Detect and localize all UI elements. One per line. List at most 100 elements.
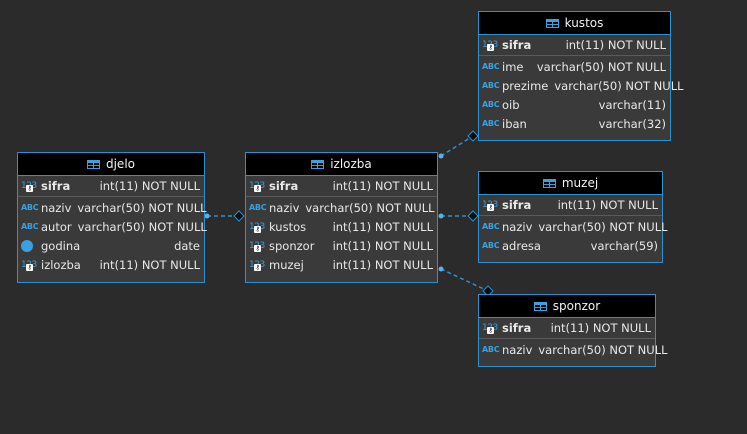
- column-type: int(11) NOT NULL: [332, 219, 433, 234]
- edge-end-dot: [204, 213, 210, 219]
- text-icon: ABC: [21, 221, 39, 231]
- text-icon: ABC: [482, 118, 500, 128]
- column-row[interactable]: 123⚷ sponzor int(11) NOT NULL: [246, 236, 437, 255]
- entity-title: djelo: [105, 157, 135, 171]
- numeric-key-icon: 123⚷: [482, 323, 498, 334]
- column-row[interactable]: ABC naziv varchar(50) NOT NULL: [479, 217, 668, 236]
- divider: [479, 338, 655, 339]
- numeric-fk-icon: 123⚷: [249, 241, 265, 252]
- entity-title: izlozba: [330, 157, 372, 171]
- column-type: int(11) NOT NULL: [332, 257, 433, 272]
- clock-icon: [21, 239, 33, 252]
- column-row[interactable]: ABC adresa varchar(59): [479, 236, 662, 255]
- entity-djelo[interactable]: djelo 123⚷ sifra int(11) NOT NULL ABC na…: [17, 152, 207, 283]
- column-row[interactable]: 123⚷ kustos int(11) NOT NULL: [246, 217, 437, 236]
- edge-diamond: [233, 210, 245, 222]
- column-type: int(11) NOT NULL: [332, 238, 433, 253]
- column-type: int(11) NOT NULL: [557, 197, 658, 212]
- pk-row[interactable]: 123⚷ sifra int(11) NOT NULL: [246, 176, 437, 195]
- pk-row[interactable]: 123⚷ sifra int(11) NOT NULL: [18, 176, 204, 195]
- entity-izlozba[interactable]: izlozba 123⚷ sifra int(11) NOT NULL ABC …: [245, 152, 438, 283]
- column-type: varchar(50) NOT NULL: [554, 78, 684, 93]
- column-type: int(11) NOT NULL: [99, 257, 200, 272]
- column-name: sifra: [502, 320, 532, 335]
- column-row[interactable]: ABC oib varchar(11): [479, 95, 670, 114]
- column-name: sifra: [269, 178, 299, 193]
- column-row[interactable]: ABC iban varchar(32): [479, 114, 670, 133]
- entity-title: kustos: [564, 16, 604, 30]
- column-row[interactable]: 123⚷ izlozba int(11) NOT NULL: [18, 255, 204, 274]
- column-row[interactable]: ABC ime varchar(50) NOT NULL: [479, 57, 670, 76]
- edge-izlozba-kustos[interactable]: [438, 130, 479, 159]
- pk-row[interactable]: 123⚷ sifra int(11) NOT NULL: [479, 318, 655, 337]
- column-name: muzej: [269, 257, 304, 272]
- column-type: int(11) NOT NULL: [565, 37, 666, 52]
- numeric-key-icon: 123⚷: [482, 200, 498, 211]
- column-row[interactable]: ABC naziv varchar(50) NOT NULL: [246, 198, 437, 217]
- column-name: oib: [502, 97, 520, 112]
- text-icon: ABC: [482, 99, 500, 109]
- numeric-fk-icon: 123⚷: [249, 222, 265, 233]
- column-type: date: [174, 238, 200, 253]
- column-type: varchar(59): [590, 238, 658, 253]
- column-name: naziv: [41, 200, 72, 215]
- column-type: varchar(50) NOT NULL: [538, 342, 668, 357]
- column-name: adresa: [502, 238, 541, 253]
- edge-end-dot: [438, 213, 444, 219]
- column-row[interactable]: ABC naziv varchar(50) NOT NULL: [479, 340, 668, 359]
- pk-row[interactable]: 123⚷ sifra int(11) NOT NULL: [479, 195, 662, 214]
- column-row[interactable]: ABC naziv varchar(50) NOT NULL: [18, 198, 207, 217]
- edge-izlozba-muzej[interactable]: [438, 210, 479, 222]
- column-type: int(11) NOT NULL: [99, 178, 200, 193]
- column-name: naziv: [502, 342, 533, 357]
- table-icon: [533, 301, 547, 311]
- text-icon: ABC: [21, 202, 39, 212]
- column-row[interactable]: ABC prezime varchar(50) NOT NULL: [479, 76, 684, 95]
- edge-izlozba-sponzor[interactable]: [438, 266, 494, 297]
- text-icon: ABC: [482, 80, 500, 90]
- entity-header[interactable]: izlozba: [246, 153, 437, 176]
- table-icon: [545, 18, 559, 28]
- text-icon: ABC: [249, 202, 267, 212]
- column-row[interactable]: 123⚷ muzej int(11) NOT NULL: [246, 255, 437, 274]
- column-row[interactable]: ABC autor varchar(50) NOT NULL: [18, 217, 207, 236]
- entity-kustos[interactable]: kustos 123⚷ sifra int(11) NOT NULL ABC i…: [478, 11, 684, 141]
- column-name: naziv: [269, 200, 300, 215]
- column-name: sifra: [41, 178, 71, 193]
- entity-header[interactable]: kustos: [479, 12, 670, 35]
- divider: [479, 55, 670, 56]
- text-icon: ABC: [482, 240, 500, 250]
- column-type: varchar(50) NOT NULL: [77, 200, 207, 215]
- table-icon: [86, 159, 100, 169]
- column-row[interactable]: godina date: [18, 236, 204, 255]
- column-name: sifra: [502, 197, 532, 212]
- numeric-fk-icon: 123⚷: [249, 260, 265, 271]
- column-type: varchar(50) NOT NULL: [77, 219, 207, 234]
- column-name: naziv: [502, 219, 533, 234]
- column-type: varchar(50) NOT NULL: [305, 200, 435, 215]
- edge-diamond: [467, 210, 479, 222]
- table-icon: [542, 178, 556, 188]
- edge-end-dot: [438, 153, 444, 159]
- entity-muzej[interactable]: muzej 123⚷ sifra int(11) NOT NULL ABC na…: [478, 171, 668, 263]
- text-icon: ABC: [482, 61, 500, 71]
- numeric-fk-icon: 123⚷: [21, 260, 37, 271]
- table-icon: [311, 159, 325, 169]
- column-name: prezime: [502, 78, 549, 93]
- column-type: varchar(11): [598, 97, 666, 112]
- text-icon: ABC: [482, 221, 500, 231]
- edge-djelo-izlozba[interactable]: [204, 210, 245, 222]
- entity-title: sponzor: [552, 299, 601, 313]
- numeric-key-icon: 123⚷: [249, 181, 265, 192]
- divider: [18, 196, 204, 197]
- entity-header[interactable]: sponzor: [479, 295, 655, 318]
- entity-title: muzej: [561, 176, 599, 190]
- pk-row[interactable]: 123⚷ sifra int(11) NOT NULL: [479, 35, 670, 54]
- column-name: iban: [502, 116, 527, 131]
- entity-header[interactable]: muzej: [479, 172, 662, 195]
- entity-sponzor[interactable]: sponzor 123⚷ sifra int(11) NOT NULL ABC …: [478, 294, 668, 367]
- column-type: int(11) NOT NULL: [550, 320, 651, 335]
- entity-header[interactable]: djelo: [18, 153, 204, 176]
- edge-diamond: [467, 130, 479, 142]
